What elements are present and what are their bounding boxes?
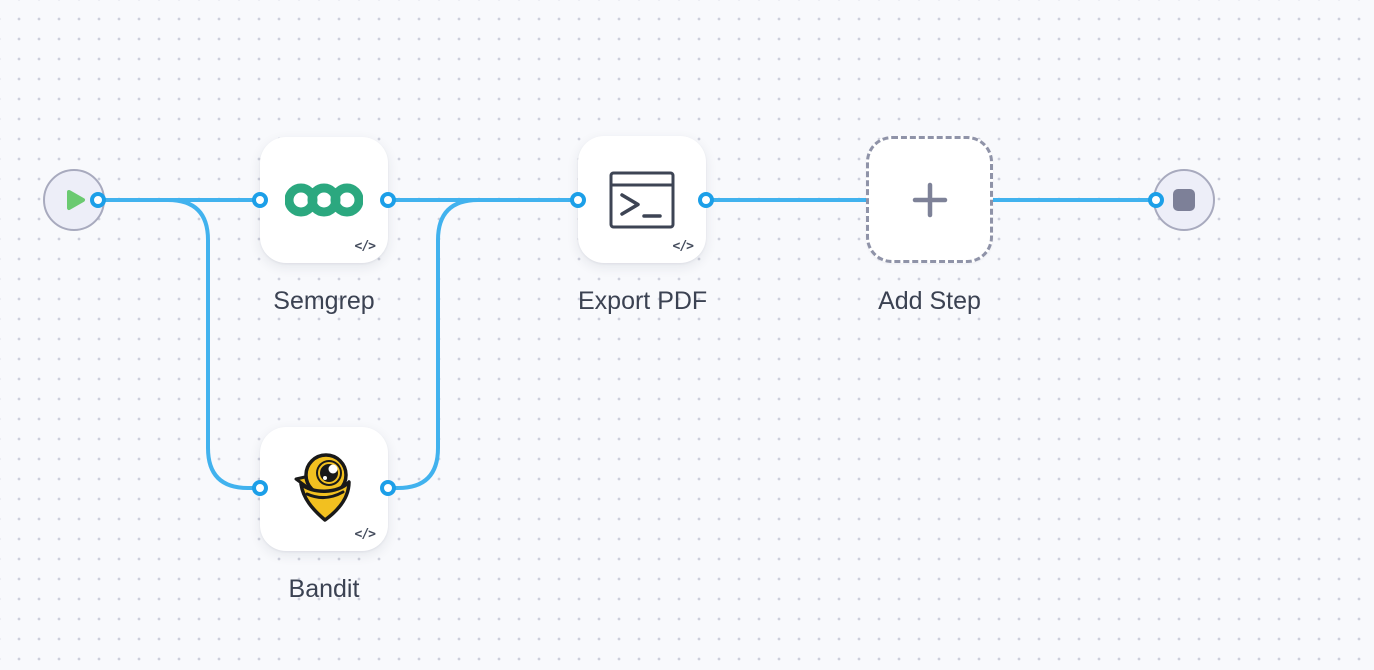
plus-icon <box>912 182 947 217</box>
semgrep-rings-logo-icon <box>285 183 363 217</box>
node-semgrep-label: Semgrep <box>273 287 375 315</box>
port-bandit-out[interactable] <box>380 480 396 496</box>
port-end-in[interactable] <box>1148 192 1164 208</box>
terminal-icon <box>609 171 675 228</box>
add-step-button[interactable] <box>866 136 993 263</box>
stop-icon <box>1173 189 1195 211</box>
port-semgrep-in[interactable] <box>252 192 268 208</box>
node-export-pdf-card[interactable]: </> <box>578 136 706 263</box>
port-start-out[interactable] <box>90 192 106 208</box>
node-bandit-label: Bandit <box>288 575 360 603</box>
edge-start-bandit[interactable] <box>96 198 262 490</box>
node-add-step-label: Add Step <box>878 287 981 315</box>
code-badge-icon: </> <box>672 239 695 254</box>
bandit-mascot-logo-icon <box>294 453 351 522</box>
port-bandit-in[interactable] <box>252 480 268 496</box>
node-semgrep-card[interactable]: </> <box>260 137 388 263</box>
port-semgrep-out[interactable] <box>380 192 396 208</box>
node-semgrep[interactable]: </> Semgrep <box>260 137 388 316</box>
node-export-pdf-label: Export PDF <box>578 287 708 315</box>
node-bandit-card[interactable]: </> <box>260 427 388 551</box>
edge-bandit-exportpdf[interactable] <box>386 198 580 490</box>
port-export-pdf-out[interactable] <box>698 192 714 208</box>
code-badge-icon: </> <box>354 239 377 254</box>
node-add-step[interactable]: Add Step <box>866 136 993 316</box>
port-export-pdf-in[interactable] <box>570 192 586 208</box>
play-icon <box>67 190 85 210</box>
code-badge-icon: </> <box>354 527 377 542</box>
node-export-pdf[interactable]: </> Export PDF <box>578 136 708 316</box>
node-bandit[interactable]: </> Bandit <box>260 427 388 604</box>
